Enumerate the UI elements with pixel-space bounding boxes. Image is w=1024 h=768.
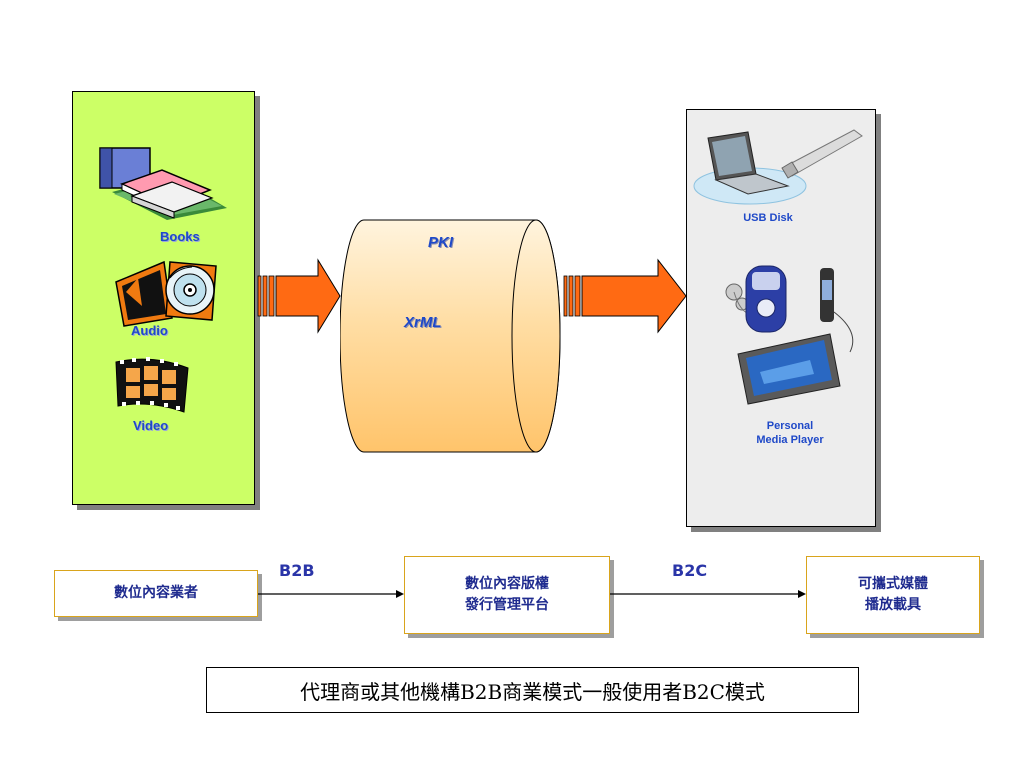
business-model-caption: 代理商或其他機構B2B商業模式一般使用者B2C模式 <box>206 667 859 713</box>
media-player-icon <box>725 265 854 405</box>
b2c-arrow-icon <box>610 590 806 598</box>
portable-device-line2: 播放載具 <box>865 597 921 613</box>
flow-arrow-2-icon <box>563 258 687 334</box>
audio-label: Audio <box>131 323 168 338</box>
media-player-label-line1: Personal <box>766 420 814 432</box>
media-player-label-line2: Media Player <box>756 434 824 446</box>
video-label: Video <box>133 418 169 433</box>
rights-platform-line1: 數位內容版權 <box>465 576 549 592</box>
media-player-label: Personal Media Player <box>742 419 838 447</box>
film-reel-icon <box>115 357 189 413</box>
b2b-arrow-icon <box>258 590 404 598</box>
b2b-label: B2B <box>279 561 315 580</box>
pki-label: PKI <box>428 234 454 251</box>
flow-arrow-1-icon <box>257 258 341 334</box>
content-provider-text: 數位內容業者 <box>114 585 198 601</box>
books-icon <box>99 147 227 220</box>
books-label: Books <box>160 229 200 244</box>
xrml-label: XrML <box>404 314 442 331</box>
caption-text: 代理商或其他機構B2B商業模式一般使用者B2C模式 <box>300 679 765 704</box>
content-provider-box: 數位內容業者 <box>54 570 258 617</box>
b2c-label: B2C <box>672 561 708 580</box>
portable-device-line1: 可攜式媒體 <box>858 576 928 592</box>
rights-platform-line2: 發行管理平台 <box>465 597 549 613</box>
rights-platform-box: 數位內容版權 發行管理平台 <box>404 556 610 634</box>
cd-audio-icon <box>115 260 217 327</box>
usb-disk-label: USB Disk <box>743 212 793 224</box>
rights-platform-cylinder <box>340 219 561 453</box>
portable-device-box: 可攜式媒體 播放載具 <box>806 556 980 634</box>
laptop-usb-icon <box>693 129 863 205</box>
